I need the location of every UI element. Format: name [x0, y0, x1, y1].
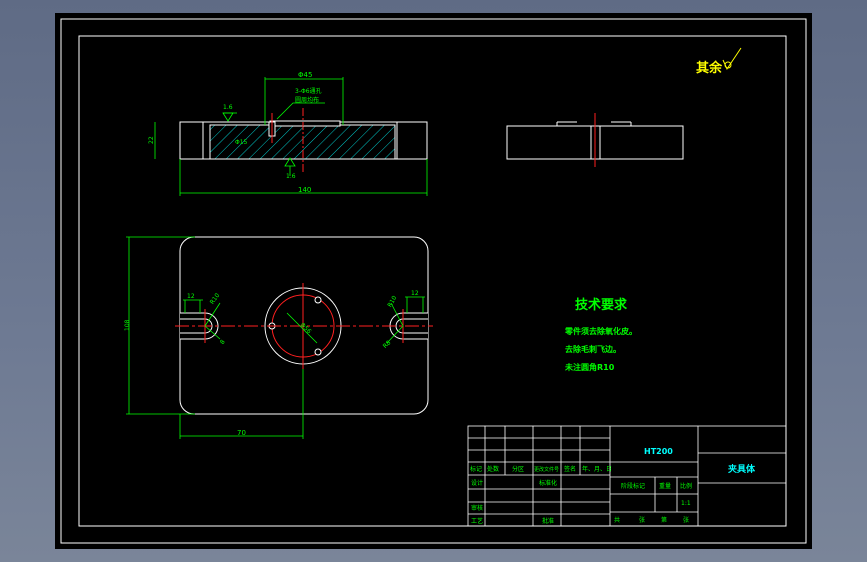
section-view: Φ45 3-Φ6通孔 圆周均布 1.6 1.6 22 Φ15 140: [148, 71, 428, 196]
drawing-svg: 其余 Φ45 3-Φ6通孔 圆周均布 1.6: [60, 18, 807, 544]
row-label-5: 签名: [564, 465, 576, 473]
inner-frame: [78, 35, 787, 527]
design-label: 设计: [471, 479, 483, 487]
sheet-index: 第: [661, 516, 667, 524]
scale-value: 1:1: [681, 500, 691, 507]
dim-center-distance: 70: [237, 429, 246, 437]
dim-overall-length: 140: [298, 186, 311, 194]
tech-line-2: 去除毛刺飞边。: [565, 344, 621, 354]
plan-hole: [314, 348, 322, 356]
title-block-text: HT200 夹具体 标记 处数 分区 更改文件号 签名 年、月、日 设计 标准化…: [470, 447, 756, 525]
side-view: [506, 113, 684, 167]
review-label: 审核: [471, 504, 483, 512]
tech-line-3: 未注圆角R10: [564, 362, 615, 372]
part-name: 夹具体: [728, 463, 756, 475]
sheet-unit-2: 张: [683, 516, 689, 524]
dim-slot-right-width: 12: [411, 290, 419, 297]
dim-bore-diameter: Φ45: [298, 71, 312, 79]
dim-slot-left-diag: 8: [219, 338, 227, 345]
weight-label: 重量: [659, 482, 671, 490]
outer-frame: [60, 18, 807, 544]
row-label-1: 标记: [470, 465, 482, 473]
row-label-3: 分区: [512, 465, 524, 473]
sheet-unit-1: 张: [639, 516, 645, 524]
title-block: [467, 425, 787, 527]
row-label-2: 处数: [487, 465, 499, 473]
roughness-circle-icon: [724, 61, 732, 69]
dim-pcd: Φ56: [299, 321, 313, 335]
approve-label: 批准: [542, 517, 554, 525]
plan-view: Φ56 12 R10 8 12 R10 R8 108 70: [124, 236, 433, 439]
dim-hole-note: 圆周均布: [295, 96, 319, 104]
standardize-label: 标准化: [539, 479, 557, 487]
tech-line-1: 零件须去除氧化皮。: [564, 326, 637, 336]
process-label: 工艺: [471, 517, 483, 525]
drawing-canvas: 其余 Φ45 3-Φ6通孔 圆周均布 1.6: [55, 13, 812, 549]
row-label-6: 年、月、日: [582, 465, 612, 473]
dim-inner-depth: Φ15: [235, 139, 248, 146]
material-label: HT200: [644, 447, 673, 456]
dim-slot-right-r: R10: [386, 295, 398, 309]
dim-slot-left-width: 12: [187, 293, 195, 300]
dim-slot-right-diag: R8: [382, 339, 393, 350]
dim-hole-callout: 3-Φ6通孔: [295, 87, 322, 95]
scale-label: 比例: [680, 482, 692, 490]
dim-overall-height: 108: [124, 319, 131, 331]
dim-roughness-bottom: 1.6: [286, 173, 296, 180]
roughness-note-text: 其余: [696, 60, 723, 76]
stage-mark-label: 阶段标记: [621, 482, 645, 490]
roughness-symbol: 其余: [696, 47, 742, 76]
row-label-4: 更改文件号: [534, 466, 559, 473]
dim-roughness-top: 1.6: [223, 104, 233, 111]
tech-requirements: 技术要求 零件须去除氧化皮。 去除毛刺飞边。 未注圆角R10: [564, 297, 637, 372]
sheet-total: 共: [614, 516, 620, 524]
roughness-check-icon: [722, 47, 742, 71]
dim-thickness: 22: [148, 136, 155, 144]
tech-title: 技术要求: [575, 297, 628, 313]
plan-hole: [314, 296, 322, 304]
